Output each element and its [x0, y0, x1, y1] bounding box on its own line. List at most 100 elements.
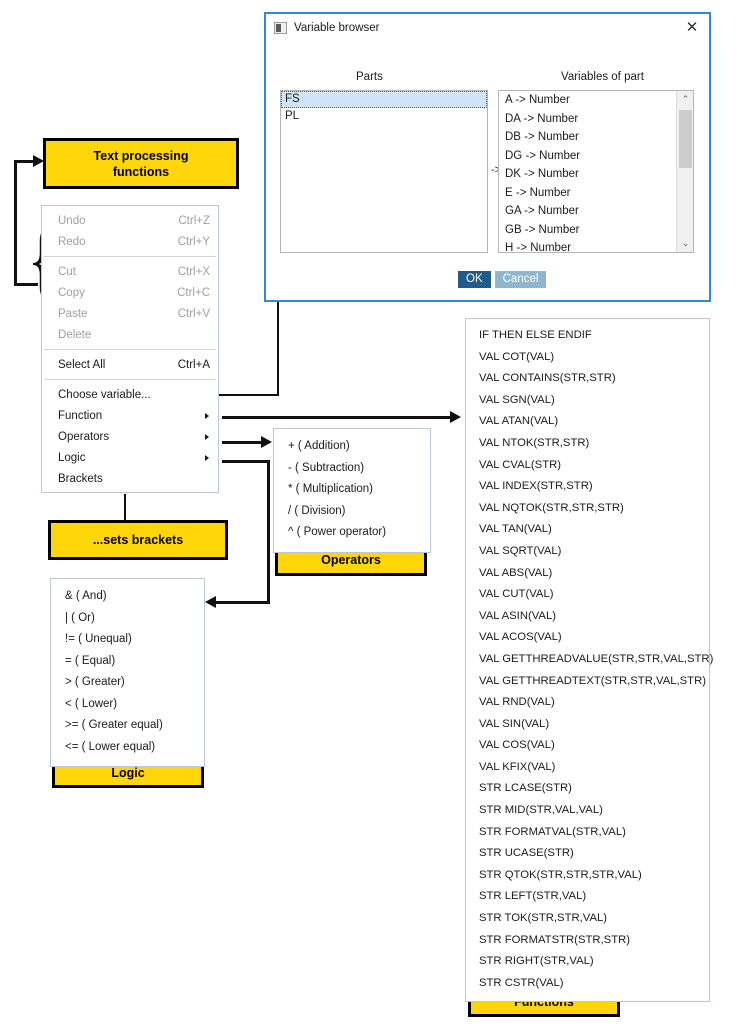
- logic-to-panel-line-h1: [222, 460, 270, 463]
- list-item[interactable]: FS: [281, 91, 487, 108]
- functions-item[interactable]: VAL ACOS(VAL): [479, 631, 562, 644]
- operators-item[interactable]: ^ ( Power operator): [288, 526, 387, 538]
- functions-item[interactable]: VAL SIN(VAL): [479, 717, 550, 730]
- operators-item[interactable]: + ( Addition): [288, 440, 350, 452]
- functions-item[interactable]: STR FORMATSTR(STR,STR): [479, 933, 631, 946]
- logic-to-panel-line-h2: [216, 601, 270, 604]
- menu-item-cut[interactable]: Cut Ctrl+X: [42, 261, 218, 282]
- functions-item[interactable]: VAL GETTHREADVALUE(STR,STR,VAL,STR): [479, 652, 714, 665]
- functions-item[interactable]: VAL SGN(VAL): [479, 393, 555, 406]
- functions-item[interactable]: VAL ASIN(VAL): [479, 609, 557, 622]
- menu-item-shortcut: Ctrl+Z: [178, 214, 210, 227]
- logic-to-panel-arrowhead: [205, 596, 216, 608]
- menu-item-operators[interactable]: Operators: [42, 426, 218, 447]
- functions-item[interactable]: VAL RND(VAL): [479, 696, 555, 709]
- functions-item[interactable]: STR UCASE(STR): [479, 847, 574, 860]
- operators-item[interactable]: / ( Division): [288, 504, 346, 517]
- menu-item-logic[interactable]: Logic: [42, 447, 218, 468]
- logic-item[interactable]: <= ( Lower equal): [65, 740, 156, 753]
- cancel-button[interactable]: Cancel: [494, 271, 547, 288]
- menu-item-shortcut: Ctrl+A: [177, 358, 210, 371]
- list-item[interactable]: PL: [285, 110, 300, 122]
- list-item[interactable]: GB -> Number: [505, 223, 580, 236]
- callout-text-processing-line1: Text processing: [93, 148, 189, 163]
- functions-item[interactable]: STR TOK(STR,STR,VAL): [479, 912, 608, 925]
- functions-item[interactable]: IF THEN ELSE ENDIF: [479, 329, 592, 341]
- menu-item-redo[interactable]: Redo Ctrl+Y: [42, 231, 218, 252]
- list-item[interactable]: E -> Number: [505, 186, 571, 199]
- menu-separator: [44, 349, 216, 350]
- list-item[interactable]: H -> Number: [505, 242, 572, 253]
- functions-item[interactable]: VAL TAN(VAL): [479, 523, 552, 536]
- callout-text-processing-line2: functions: [112, 164, 170, 179]
- list-item[interactable]: GA -> Number: [505, 205, 579, 217]
- functions-item[interactable]: VAL ABS(VAL): [479, 566, 553, 579]
- operators-item[interactable]: * ( Multiplication): [288, 483, 373, 495]
- menu-item-delete[interactable]: Delete: [42, 324, 218, 345]
- brace-to-callout-line-h2: [14, 160, 36, 163]
- close-icon[interactable]: ✕: [685, 18, 699, 36]
- functions-item[interactable]: STR LCASE(STR): [479, 782, 572, 795]
- functions-item[interactable]: VAL CUT(VAL): [479, 588, 554, 601]
- brace-to-callout-arrowhead: [33, 155, 44, 167]
- ok-button[interactable]: OK: [458, 271, 491, 288]
- variables-listbox[interactable]: A -> Number DA -> Number DB -> Number DG…: [498, 90, 694, 253]
- list-item[interactable]: DA -> Number: [505, 112, 579, 125]
- menu-item-label: Delete: [58, 328, 92, 341]
- menu-item-select-all[interactable]: Select All Ctrl+A: [42, 354, 218, 375]
- logic-item[interactable]: > ( Greater): [65, 676, 125, 688]
- variables-scrollbar[interactable]: ⌃ ⌄: [676, 91, 693, 252]
- dialog-title: Variable browser: [294, 22, 380, 34]
- functions-item[interactable]: VAL CVAL(STR): [479, 458, 562, 471]
- logic-item[interactable]: & ( And): [65, 590, 107, 602]
- scroll-down-icon[interactable]: ⌄: [681, 238, 690, 248]
- functions-item[interactable]: STR RIGHT(STR,VAL): [479, 955, 594, 968]
- variables-list: A -> Number DA -> Number DB -> Number DG…: [499, 91, 677, 253]
- operators-item[interactable]: - ( Subtraction): [288, 461, 365, 474]
- menu-item-shortcut: Ctrl+V: [177, 307, 210, 320]
- menu-item-label: Copy: [58, 286, 85, 299]
- logic-item[interactable]: >= ( Greater equal): [65, 719, 163, 731]
- functions-item[interactable]: VAL GETTHREADTEXT(STR,STR,VAL,STR): [479, 674, 707, 687]
- list-item[interactable]: DK -> Number: [505, 168, 579, 180]
- menu-item-label: Logic: [58, 451, 86, 464]
- choose-variable-line-h: [219, 394, 279, 396]
- scrollbar-thumb[interactable]: [679, 110, 692, 168]
- logic-item[interactable]: | ( Or): [65, 611, 95, 624]
- functions-item[interactable]: VAL KFIX(VAL): [479, 760, 556, 773]
- list-item[interactable]: DB -> Number: [505, 131, 579, 143]
- functions-item[interactable]: VAL NTOK(STR,STR): [479, 436, 590, 449]
- menu-item-shortcut: Ctrl+C: [177, 286, 210, 299]
- logic-item[interactable]: < ( Lower): [65, 697, 118, 710]
- menu-item-undo[interactable]: Undo Ctrl+Z: [42, 210, 218, 231]
- logic-item[interactable]: = ( Equal): [65, 654, 116, 667]
- list-item[interactable]: DG -> Number: [505, 149, 581, 162]
- menu-item-label: Operators: [58, 430, 110, 443]
- functions-item[interactable]: VAL CONTAINS(STR,STR): [479, 372, 616, 385]
- functions-item[interactable]: VAL COS(VAL): [479, 739, 555, 752]
- menu-item-label: Paste: [58, 307, 88, 320]
- functions-item[interactable]: STR CSTR(VAL): [479, 976, 564, 989]
- menu-item-choose-variable[interactable]: Choose variable...: [42, 384, 218, 405]
- functions-item[interactable]: STR FORMATVAL(STR,VAL): [479, 825, 626, 838]
- menu-item-label: Redo: [58, 235, 86, 248]
- chevron-right-icon: [205, 412, 209, 419]
- scroll-up-icon[interactable]: ⌃: [681, 94, 690, 104]
- functions-item[interactable]: VAL SQRT(VAL): [479, 544, 562, 557]
- functions-item[interactable]: VAL INDEX(STR,STR): [479, 480, 593, 493]
- menu-item-shortcut: Ctrl+X: [177, 265, 210, 278]
- menu-item-label: Undo: [58, 214, 86, 227]
- menu-item-brackets[interactable]: Brackets: [42, 468, 218, 489]
- logic-item[interactable]: != ( Unequal): [65, 633, 132, 645]
- functions-item[interactable]: STR MID(STR,VAL,VAL): [479, 804, 603, 817]
- functions-item[interactable]: STR LEFT(STR,VAL): [479, 890, 587, 903]
- menu-item-copy[interactable]: Copy Ctrl+C: [42, 282, 218, 303]
- parts-listbox[interactable]: FS PL: [280, 90, 488, 253]
- menu-item-function[interactable]: Function: [42, 405, 218, 426]
- list-item[interactable]: A -> Number: [505, 94, 570, 106]
- menu-item-paste[interactable]: Paste Ctrl+V: [42, 303, 218, 324]
- functions-item[interactable]: STR QTOK(STR,STR,STR,VAL): [479, 868, 642, 881]
- functions-item[interactable]: VAL ATAN(VAL): [479, 415, 559, 428]
- functions-item[interactable]: VAL NQTOK(STR,STR,STR): [479, 501, 624, 514]
- functions-item[interactable]: VAL COT(VAL): [479, 350, 555, 363]
